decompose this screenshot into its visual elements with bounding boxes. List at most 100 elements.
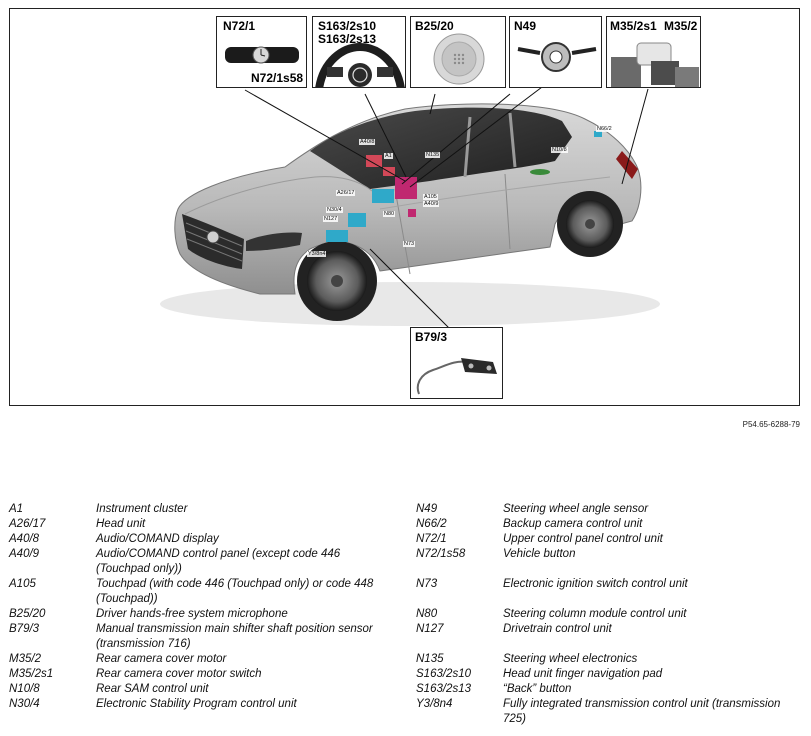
inset-b79-3: B79/3 (410, 327, 503, 399)
legend-row: N80 Steering column module control unit (416, 607, 806, 622)
legend-desc: Touchpad (with code 446 (Touchpad only) … (96, 578, 374, 605)
car-illustration (160, 80, 660, 330)
inset-s163-2s13-title: S163/2s13 (318, 32, 377, 46)
inset-b25-20-title: B25/20 (415, 19, 454, 33)
legend-row: M35/2s1 Rear camera cover motor switch (9, 667, 399, 682)
legend-row: A26/17 Head unit (9, 517, 399, 532)
microphone-image (433, 33, 485, 85)
legend-code: N72/1s58 (416, 548, 466, 560)
legend-desc: Head unit finger navigation pad (503, 668, 663, 680)
legend-row: N30/4 Electronic Stability Program contr… (9, 697, 399, 712)
component-location-figure: N72/1 N72/1s58 S163/2s10 S163/2s13 B25/2… (9, 8, 800, 406)
legend-code: A26/17 (9, 518, 46, 530)
callout-n66-2: N66/2 (596, 126, 613, 132)
legend-code: A1 (9, 503, 24, 515)
inset-s163: S163/2s10 S163/2s13 (312, 16, 406, 88)
legend-desc: Steering column module control unit (503, 608, 687, 620)
legend-desc: Instrument cluster (96, 503, 188, 515)
inset-n72-1-title: N72/1 (223, 19, 256, 33)
inset-b79-3-title: B79/3 (415, 330, 448, 344)
legend-code: N66/2 (416, 518, 447, 530)
legend-row: Y3/8n4 Fully integrated transmission con… (416, 697, 806, 727)
legend-desc: Fully integrated transmission control un… (503, 698, 781, 725)
figure-reference: P54.65-6288-79 (742, 420, 800, 429)
legend-code: N80 (416, 608, 438, 620)
legend-desc: Drivetrain control unit (503, 623, 612, 635)
legend-desc: “Back” button (503, 683, 572, 695)
callout-y3-8n4: Y3/8n4 (307, 251, 327, 257)
legend-code: Y3/8n4 (416, 698, 453, 710)
legend-code: M35/2 (9, 653, 41, 665)
legend-row: N49 Steering wheel angle sensor (416, 502, 806, 517)
inset-n72-1s58-label: N72/1s58 (251, 71, 304, 85)
legend-code: B79/3 (9, 623, 40, 635)
callout-n80: N80 (383, 211, 396, 217)
inset-n49-title: N49 (514, 19, 537, 33)
callout-n73: N73 (403, 241, 416, 247)
rear-camera-motor-image (611, 42, 699, 87)
legend-code: S163/2s10 (416, 668, 471, 680)
callout-a1: A1 (384, 153, 393, 159)
steering-wheel-image (315, 42, 405, 87)
inset-m35-2-title: M35/2 (664, 19, 698, 33)
inset-s163-2s10-title: S163/2s10 (318, 19, 377, 33)
legend-row: S163/2s13 “Back” button (416, 682, 806, 697)
upper-control-panel-image (225, 46, 299, 64)
legend-desc: Rear camera cover motor (96, 653, 227, 665)
legend-desc: Manual transmission main shifter shaft p… (96, 623, 373, 650)
legend-desc: Electronic ignition switch control unit (503, 578, 688, 590)
legend-code: M35/2s1 (9, 668, 54, 680)
legend-row: M35/2 Rear camera cover motor (9, 652, 399, 667)
legend-desc: Backup camera control unit (503, 518, 643, 530)
legend-row: N10/8 Rear SAM control unit (9, 682, 399, 697)
legend-desc: Head unit (96, 518, 146, 530)
legend-row: A40/9 Audio/COMAND control panel (except… (9, 547, 399, 577)
legend-desc: Vehicle button (503, 548, 576, 560)
shifter-position-sensor-image (416, 358, 497, 395)
legend-code: A40/8 (9, 533, 40, 545)
legend-code: S163/2s13 (416, 683, 471, 695)
callout-a40-8: A40/8 (359, 139, 376, 145)
inset-m35-2s1-title: M35/2s1 (610, 19, 657, 33)
legend-desc: Audio/COMAND control panel (except code … (96, 548, 341, 575)
steering-angle-sensor-image (517, 42, 597, 72)
callout-n30-4: N30/4 (326, 207, 343, 213)
inset-n49: N49 (509, 16, 602, 88)
legend-row: N127 Drivetrain control unit (416, 622, 806, 652)
inset-b25-20: B25/20 (410, 16, 506, 88)
legend-row: A105 Touchpad (with code 446 (Touchpad o… (9, 577, 399, 607)
legend-row: N72/1 Upper control panel control unit (416, 532, 806, 547)
legend-desc: Steering wheel electronics (503, 653, 638, 665)
legend-row: N72/1s58 Vehicle button (416, 547, 806, 577)
legend-row: A40/8 Audio/COMAND display (9, 532, 399, 547)
legend-code: B25/20 (9, 608, 46, 620)
callout-n135: N135 (425, 152, 441, 158)
legend-code: A40/9 (9, 548, 40, 560)
legend-row: N73 Electronic ignition switch control u… (416, 577, 806, 607)
legend-row: B25/20 Driver hands-free system micropho… (9, 607, 399, 622)
legend-desc: Rear camera cover motor switch (96, 668, 262, 680)
legend-row: A1 Instrument cluster (9, 502, 399, 517)
legend-code: A105 (9, 578, 36, 590)
legend-desc: Upper control panel control unit (503, 533, 663, 545)
legend-desc: Rear SAM control unit (96, 683, 209, 695)
legend-right-column: N49 Steering wheel angle sensor N66/2 Ba… (416, 502, 806, 727)
legend-row: B79/3 Manual transmission main shifter s… (9, 622, 399, 652)
legend-desc: Electronic Stability Program control uni… (96, 698, 297, 710)
legend-code: N73 (416, 578, 438, 590)
legend-code: N30/4 (9, 698, 40, 710)
callout-a105: A105 (423, 194, 438, 200)
legend-desc: Steering wheel angle sensor (503, 503, 649, 515)
legend-code: N49 (416, 503, 438, 515)
callout-n127: N127 (323, 216, 339, 222)
legend-left-column: A1 Instrument cluster A26/17 Head unit A… (9, 502, 399, 712)
legend-code: N10/8 (9, 683, 40, 695)
legend-code: N72/1 (416, 533, 447, 545)
legend-code: N127 (416, 623, 444, 635)
callout-a26-17: A26/17 (336, 190, 356, 196)
callout-a40-9: A40/9 (423, 201, 440, 207)
legend-desc: Driver hands-free system microphone (96, 608, 288, 620)
legend-desc: Audio/COMAND display (96, 533, 219, 545)
legend-row: N135 Steering wheel electronics (416, 652, 806, 667)
legend-row: S163/2s10 Head unit finger navigation pa… (416, 667, 806, 682)
